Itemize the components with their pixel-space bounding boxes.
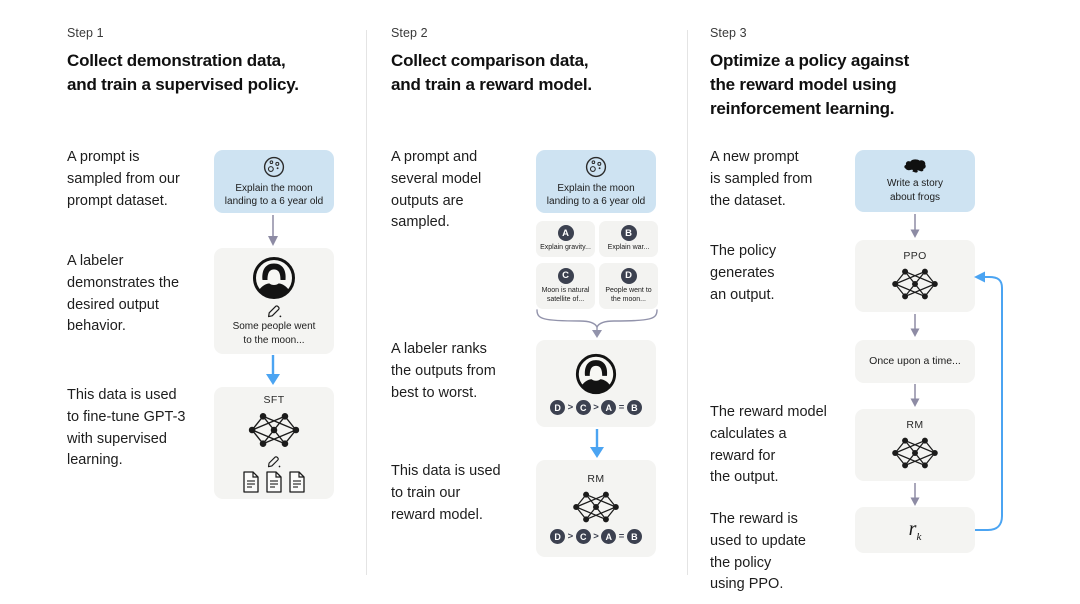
output-card-b: B Explain war... — [599, 221, 658, 257]
rank-separator: = — [618, 402, 625, 413]
step2-rm-box: RM D > C > A = B — [536, 460, 656, 557]
column-divider — [687, 30, 688, 575]
rank-separator: > — [567, 402, 574, 413]
step3-title: Optimize a policy against the reward mod… — [710, 51, 910, 118]
rank-badge: D — [550, 529, 566, 544]
feedback-loop-arrow-icon — [974, 271, 1003, 531]
arrow-down-icon — [910, 214, 920, 238]
documents-icon — [243, 470, 305, 493]
step1-prompt-text: Explain the moon landing to a 6 year old — [224, 182, 324, 208]
step3-caption-reward: The reward model calculates a reward for… — [710, 404, 827, 486]
step2-title: Collect comparison data, and train a rew… — [391, 51, 592, 94]
rank-separator: > — [567, 531, 574, 542]
rank-badge: C — [575, 400, 591, 415]
step2-caption-train: This data is used to train our reward mo… — [391, 463, 501, 523]
arrow-down-icon — [910, 483, 920, 506]
step3-caption-policy: The policy generates an output. — [710, 243, 777, 303]
column-divider — [366, 30, 367, 575]
step3-ppo-box: PPO — [855, 240, 975, 312]
arrow-down-icon — [910, 384, 920, 407]
rank-badge: A — [601, 529, 617, 544]
step1-caption-prompt: A prompt is sampled from our prompt data… — [67, 149, 180, 209]
rm-label: RM — [906, 418, 924, 431]
step3-caption-prompt: A new prompt is sampled from the dataset… — [710, 149, 813, 209]
step2-caption-prompt: A prompt and several model outputs are s… — [391, 149, 482, 231]
step1-labeler-box: Some people went to the moon... — [214, 248, 334, 354]
step2-caption-rank: A labeler ranks the outputs from best to… — [391, 341, 496, 401]
output-badge: C — [557, 267, 574, 284]
step1-prompt-box: Explain the moon landing to a 6 year old — [214, 150, 334, 213]
step2-labeler-box: D > C > A = B — [536, 340, 656, 427]
step3-output-text: Once upon a time... — [869, 355, 961, 368]
moon-icon — [585, 156, 607, 177]
pencil-icon — [267, 305, 281, 318]
moon-icon — [263, 156, 285, 177]
sft-label: SFT — [263, 393, 285, 406]
rank-separator: > — [593, 402, 599, 413]
step2-prompt-box: Explain the moon landing to a 6 year old — [536, 150, 656, 213]
step1-label: Step 1 — [67, 26, 104, 40]
output-card-c: C Moon is natural satellite of... — [536, 263, 595, 309]
pencil-icon — [267, 455, 281, 467]
step1-caption-finetune: This data is used to fine-tune GPT-3 wit… — [67, 387, 186, 469]
arrow-down-blue-icon — [266, 355, 280, 385]
arrow-down-icon — [268, 215, 278, 246]
output-badge: A — [557, 225, 574, 242]
output-badge: B — [620, 225, 637, 242]
step2-prompt-text: Explain the moon landing to a 6 year old — [546, 182, 646, 208]
step3-output-box: Once upon a time... — [855, 340, 975, 383]
rank-badge: A — [601, 400, 617, 415]
step1-sft-box: SFT — [214, 387, 334, 499]
step3-prompt-text: Write a story about frogs — [887, 178, 943, 203]
output-text: Explain gravity... — [540, 244, 591, 252]
rank-separator: = — [618, 531, 625, 542]
ranking-row: D > C > A = B — [550, 529, 642, 544]
labeler-avatar-icon — [253, 257, 295, 299]
neural-network-icon — [573, 491, 619, 523]
step1-title: Collect demonstration data, and train a … — [67, 51, 299, 94]
output-card-a: A Explain gravity... — [536, 221, 595, 257]
step1-labeler-text: Some people went to the moon... — [232, 321, 316, 346]
step1-caption-labeler: A labeler demonstrates the desired outpu… — [67, 253, 180, 335]
rank-separator: > — [593, 531, 599, 542]
arrow-down-icon — [910, 314, 920, 337]
ranking-row: D > C > A = B — [550, 400, 642, 415]
step3-reward-box: rk — [855, 507, 975, 553]
rank-badge: B — [626, 400, 642, 415]
output-card-d: D People went to the moon... — [599, 263, 658, 309]
arrow-down-blue-icon — [590, 429, 604, 458]
output-text: Explain war... — [607, 244, 650, 252]
step3-caption-update: The reward is used to update the policy … — [710, 511, 806, 593]
step2-label: Step 2 — [391, 26, 428, 40]
reward-value: rk — [908, 517, 922, 543]
rank-badge: D — [550, 400, 566, 415]
neural-network-icon — [248, 412, 300, 447]
step3-label: Step 3 — [710, 26, 747, 40]
neural-network-icon — [892, 268, 938, 299]
ppo-label: PPO — [903, 249, 927, 262]
output-text: People went to the moon... — [605, 286, 652, 303]
step3-rm-box: RM — [855, 409, 975, 481]
frog-icon — [904, 159, 926, 173]
step2-outputs-grid: A Explain gravity... B Explain war... C … — [536, 221, 658, 309]
rank-badge: C — [575, 529, 591, 544]
step3-prompt-box: Write a story about frogs — [855, 150, 975, 212]
output-badge: D — [620, 267, 637, 284]
brace-converge-arrow-icon — [536, 309, 658, 338]
rm-label: RM — [587, 473, 605, 485]
neural-network-icon — [892, 437, 938, 468]
output-text: Moon is natural satellite of... — [541, 286, 590, 303]
rank-badge: B — [626, 529, 642, 544]
labeler-avatar-icon — [575, 353, 617, 395]
